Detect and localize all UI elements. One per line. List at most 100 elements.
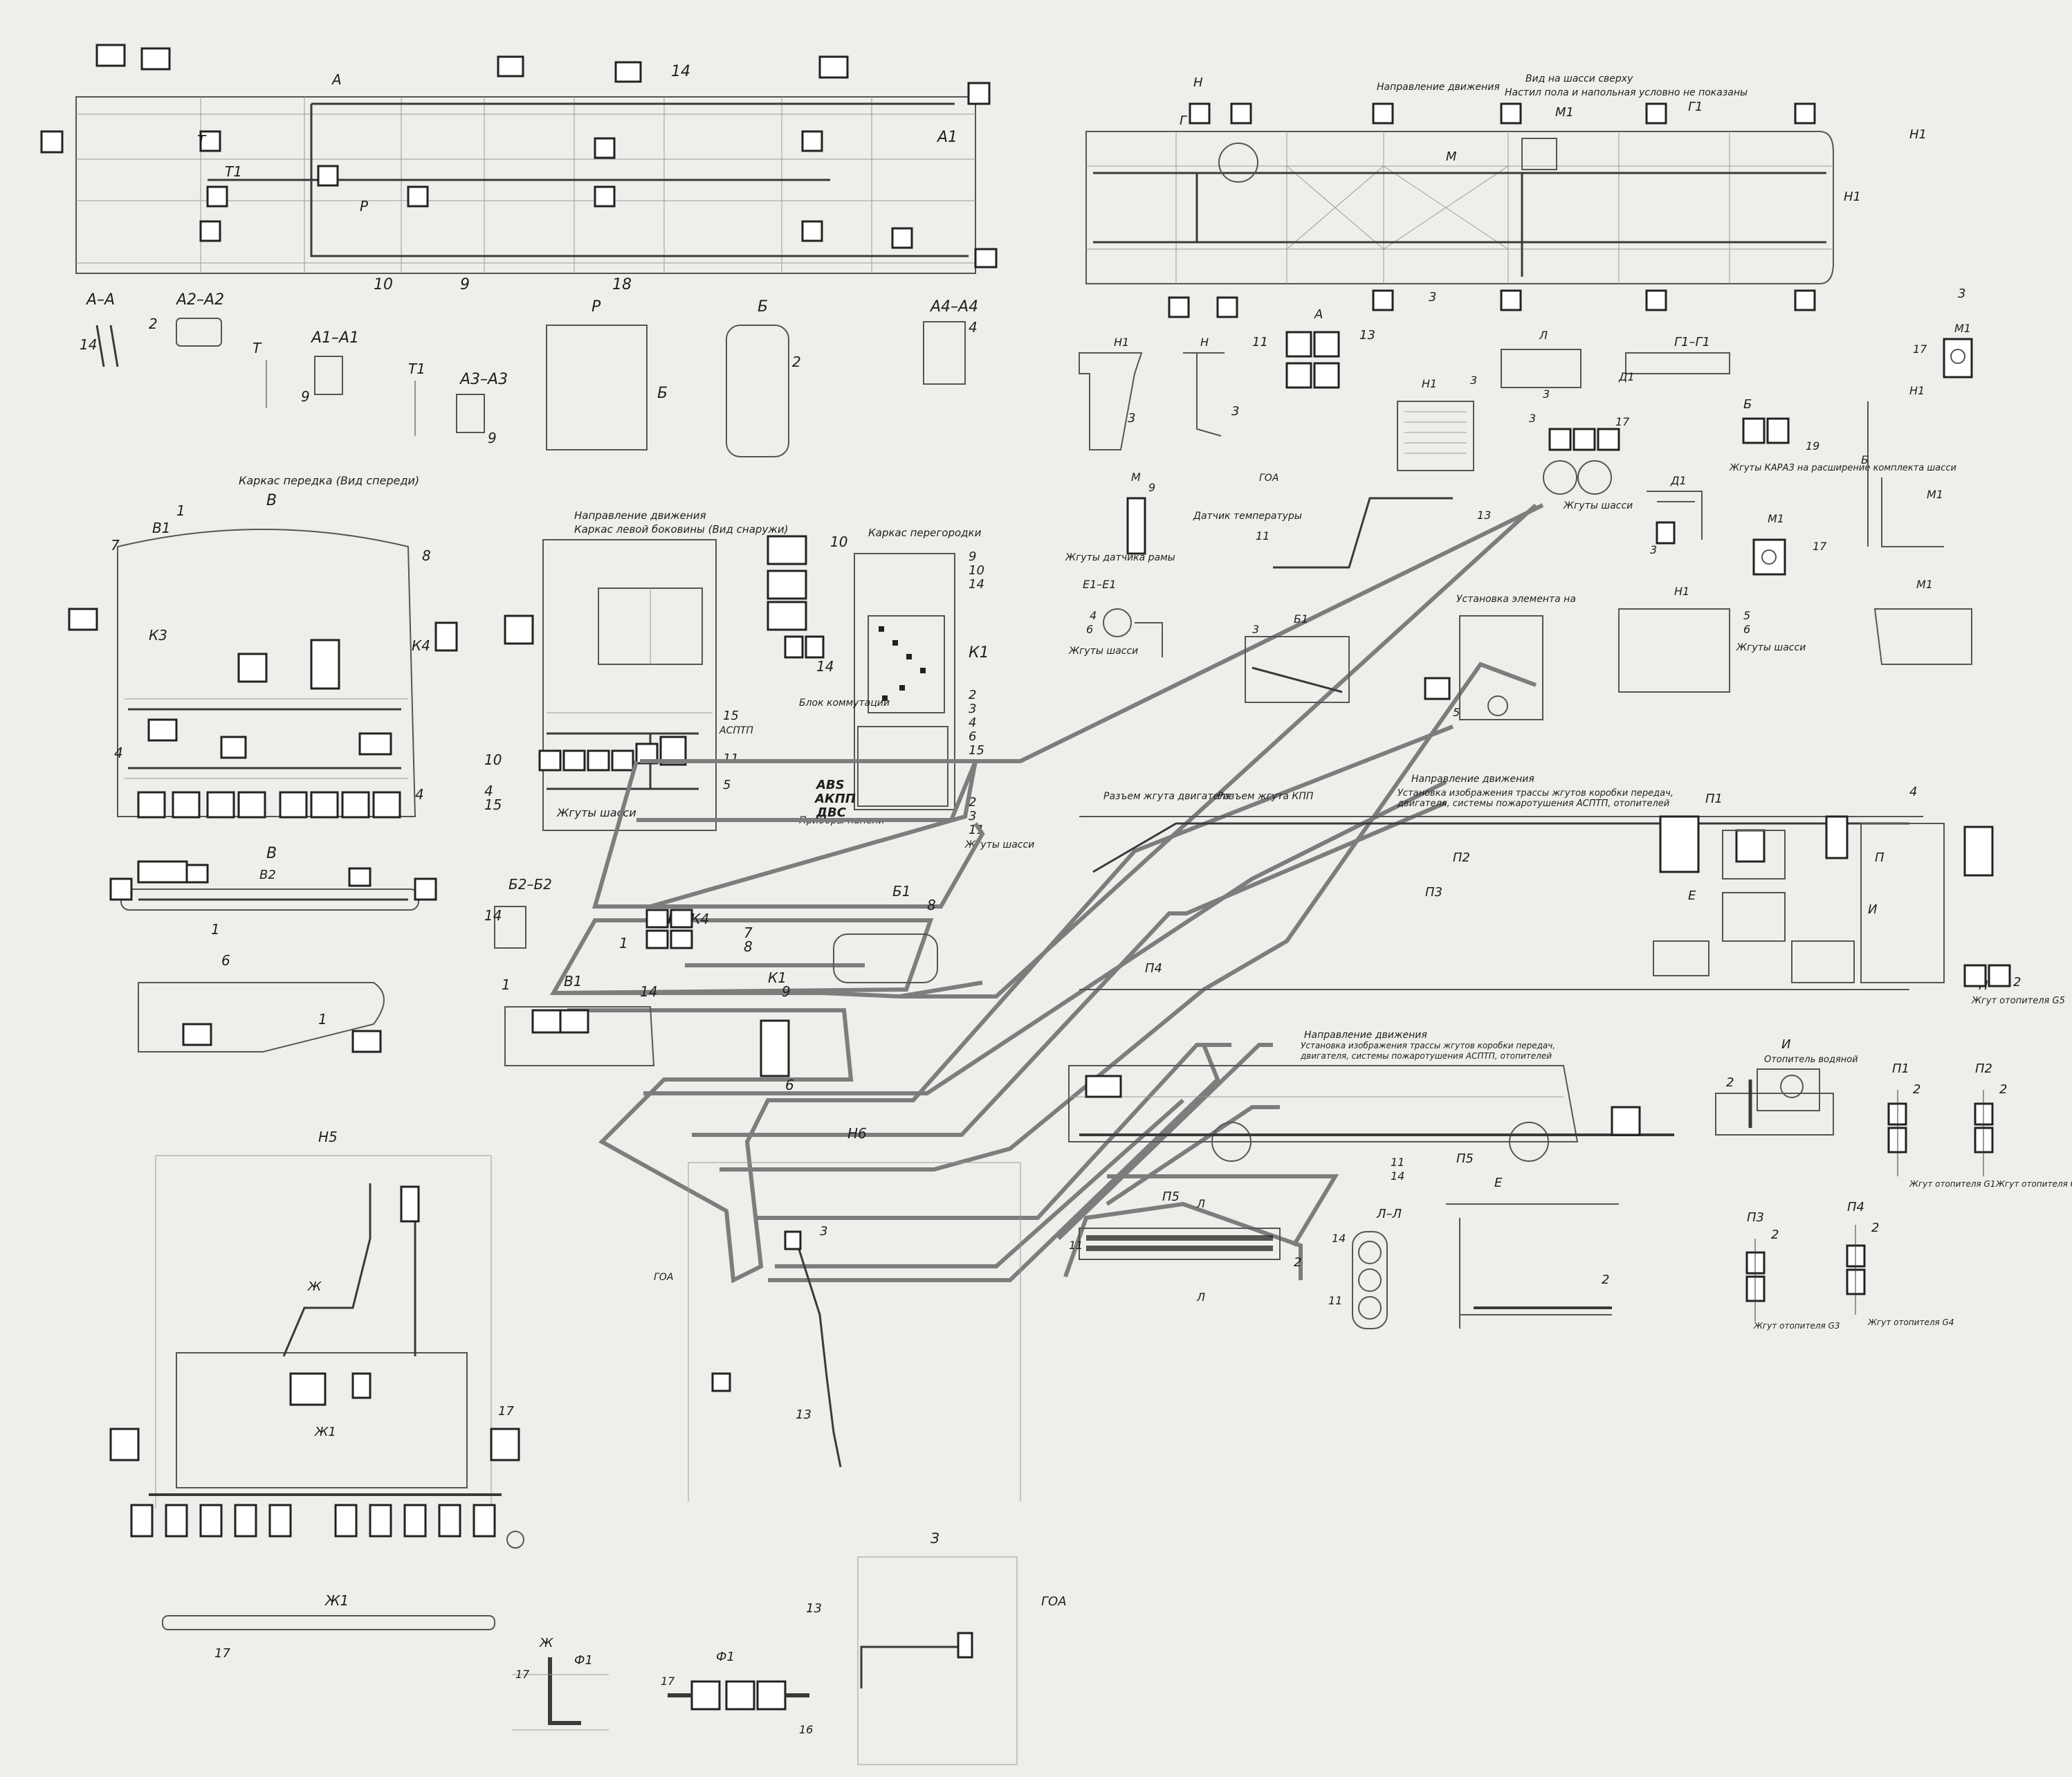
section-a4a4-label: А4–А4 bbox=[929, 298, 978, 316]
svg-text:3: 3 bbox=[969, 702, 976, 716]
top-title-1: Вид на шасси сверху bbox=[1525, 73, 1633, 84]
view-r-label: Р bbox=[592, 298, 601, 316]
svg-text:3: 3 bbox=[1650, 543, 1657, 556]
n5-label: Н5 bbox=[318, 1129, 338, 1145]
zh-f1-panel: Ж Ф1 17 Ф1 17 16 bbox=[512, 1636, 813, 1736]
svg-text:Н1: Н1 bbox=[1909, 384, 1925, 397]
svg-text:М: М bbox=[1131, 471, 1141, 484]
svg-text:13: 13 bbox=[1359, 328, 1375, 343]
svg-text:6: 6 bbox=[1743, 623, 1750, 636]
zh-label: Ж bbox=[307, 1279, 322, 1294]
partition-title: Каркас перегородки bbox=[868, 527, 982, 539]
chassis-plan-panel: Вид на шасси сверху Настил пола и наполь… bbox=[1085, 73, 1965, 318]
svg-text:Направление движения: Направление движения bbox=[1304, 1030, 1427, 1041]
t-label: Т bbox=[253, 340, 262, 356]
svg-text:10: 10 bbox=[830, 534, 847, 550]
svg-text:3: 3 bbox=[1429, 290, 1436, 304]
svg-text:2: 2 bbox=[1913, 1082, 1920, 1097]
svg-text:2: 2 bbox=[1871, 1221, 1879, 1235]
top-title-2: Настил пола и напольная условно не показ… bbox=[1505, 87, 1748, 98]
svg-text:5: 5 bbox=[1453, 706, 1460, 719]
k1b-label: К1 bbox=[768, 969, 787, 986]
svg-text:17: 17 bbox=[498, 1404, 514, 1419]
n1-label: Н1 bbox=[1844, 190, 1861, 204]
p3-label: П3 bbox=[1747, 1210, 1764, 1225]
svg-text:8: 8 bbox=[744, 938, 753, 955]
svg-text:2: 2 bbox=[969, 688, 976, 702]
p2-label: П2 bbox=[1453, 850, 1470, 865]
left-wall-panel: Направление движения Каркас левой бокови… bbox=[484, 509, 788, 831]
svg-text:9: 9 bbox=[1148, 481, 1155, 494]
chassis-details: Н1 3 Н 3 А 11 13 Л 3 Г1–Г1 Д1 3 Н1 ГОА Д… bbox=[1065, 307, 1973, 720]
svg-text:7: 7 bbox=[744, 924, 753, 941]
svg-text:9: 9 bbox=[782, 983, 791, 1000]
view-b-label: Б bbox=[758, 298, 768, 316]
svg-text:17: 17 bbox=[214, 1646, 230, 1661]
heater-panel: И Отопитель водяной 2 П1 2 Жгут отопител… bbox=[1715, 1037, 2072, 1331]
svg-text:Жгуты шасси: Жгуты шасси bbox=[1563, 500, 1633, 511]
svg-text:11: 11 bbox=[723, 751, 739, 766]
sensor-harness-label: Жгуты датчика рамы bbox=[1065, 552, 1175, 563]
svg-text:9: 9 bbox=[301, 388, 310, 405]
svg-text:2: 2 bbox=[1602, 1273, 1609, 1287]
svg-text:Н1: Н1 bbox=[1422, 377, 1437, 390]
t1-label: Т1 bbox=[408, 361, 425, 377]
svg-text:2: 2 bbox=[2013, 975, 2021, 990]
svg-text:А1: А1 bbox=[936, 129, 957, 146]
svg-text:17: 17 bbox=[1813, 540, 1827, 553]
svg-text:Л: Л bbox=[1539, 329, 1548, 342]
v1b-label: В1 bbox=[564, 973, 582, 990]
install-label-1: Установка изображения трассы жгутов коро… bbox=[1397, 788, 1674, 799]
svg-text:9: 9 bbox=[969, 549, 976, 564]
svg-text:1: 1 bbox=[318, 1011, 327, 1028]
p1b-label: П1 bbox=[1892, 1061, 1909, 1076]
svg-text:Б: Б bbox=[1861, 453, 1869, 466]
left-wall-title: Каркас левой боковины (Вид снаружи) bbox=[574, 523, 788, 536]
svg-text:Б: Б bbox=[1743, 397, 1752, 412]
svg-text:3: 3 bbox=[820, 1224, 827, 1239]
ll-label: Л–Л bbox=[1376, 1207, 1402, 1221]
g-label: Г bbox=[1180, 113, 1188, 128]
p4-label: П4 bbox=[1847, 1200, 1864, 1214]
svg-text:10: 10 bbox=[969, 563, 984, 578]
svg-text:14: 14 bbox=[640, 983, 657, 1000]
svg-text:13: 13 bbox=[1477, 509, 1491, 522]
svg-text:6: 6 bbox=[969, 729, 976, 744]
svg-text:11: 11 bbox=[1256, 529, 1269, 543]
f1-view-label: Ф1 bbox=[716, 1650, 735, 1664]
svg-text:2: 2 bbox=[969, 795, 976, 810]
svg-text:8: 8 bbox=[927, 897, 936, 913]
svg-text:Р: Р bbox=[360, 198, 369, 215]
svg-text:М1: М1 bbox=[1954, 322, 1971, 335]
svg-text:Л: Л bbox=[1196, 1197, 1205, 1210]
section-a3a3-label: А3–А3 bbox=[459, 371, 508, 388]
zh1-label: Ж1 bbox=[314, 1425, 336, 1439]
section-aa-label: А–А bbox=[85, 291, 115, 309]
svg-text:АСПТП: АСПТП bbox=[719, 725, 753, 736]
section-a2a2-label: А2–А2 bbox=[175, 291, 224, 309]
svg-text:13: 13 bbox=[796, 1407, 812, 1422]
svg-text:М1: М1 bbox=[1916, 578, 1933, 591]
svg-text:А: А bbox=[331, 71, 342, 88]
svg-text:1: 1 bbox=[211, 921, 220, 938]
zh1-view-label: Ж1 bbox=[324, 1592, 349, 1609]
heater-g2-label: Жгут отопителя G2 bbox=[1995, 1179, 2072, 1189]
svg-text:8: 8 bbox=[422, 547, 431, 564]
n6-panel: Н6 ГОА 3 13 bbox=[654, 1125, 1021, 1502]
svg-text:4: 4 bbox=[969, 716, 976, 730]
zh-view-label: Ж bbox=[539, 1636, 553, 1650]
svg-text:10: 10 bbox=[484, 751, 502, 768]
svg-text:Е: Е bbox=[1688, 888, 1696, 903]
svg-text:15: 15 bbox=[723, 709, 739, 723]
engine-compartment-panel: Разъем жгута двигателя Разъем жгута КПП … bbox=[1079, 774, 2065, 1006]
svg-text:4: 4 bbox=[114, 745, 123, 761]
svg-text:4: 4 bbox=[484, 783, 493, 799]
svg-text:5: 5 bbox=[1743, 609, 1750, 622]
goa-view-label: ГОА bbox=[1041, 1594, 1067, 1609]
view-v-panel: В В2 1 6 1 bbox=[109, 845, 437, 1053]
heater-g3-label: Жгут отопителя G3 bbox=[1753, 1321, 1840, 1331]
engine-connector-label: Разъем жгута двигателя bbox=[1103, 791, 1231, 802]
akpp-label: АКПП bbox=[814, 792, 856, 806]
view-v-label: В bbox=[266, 845, 277, 862]
